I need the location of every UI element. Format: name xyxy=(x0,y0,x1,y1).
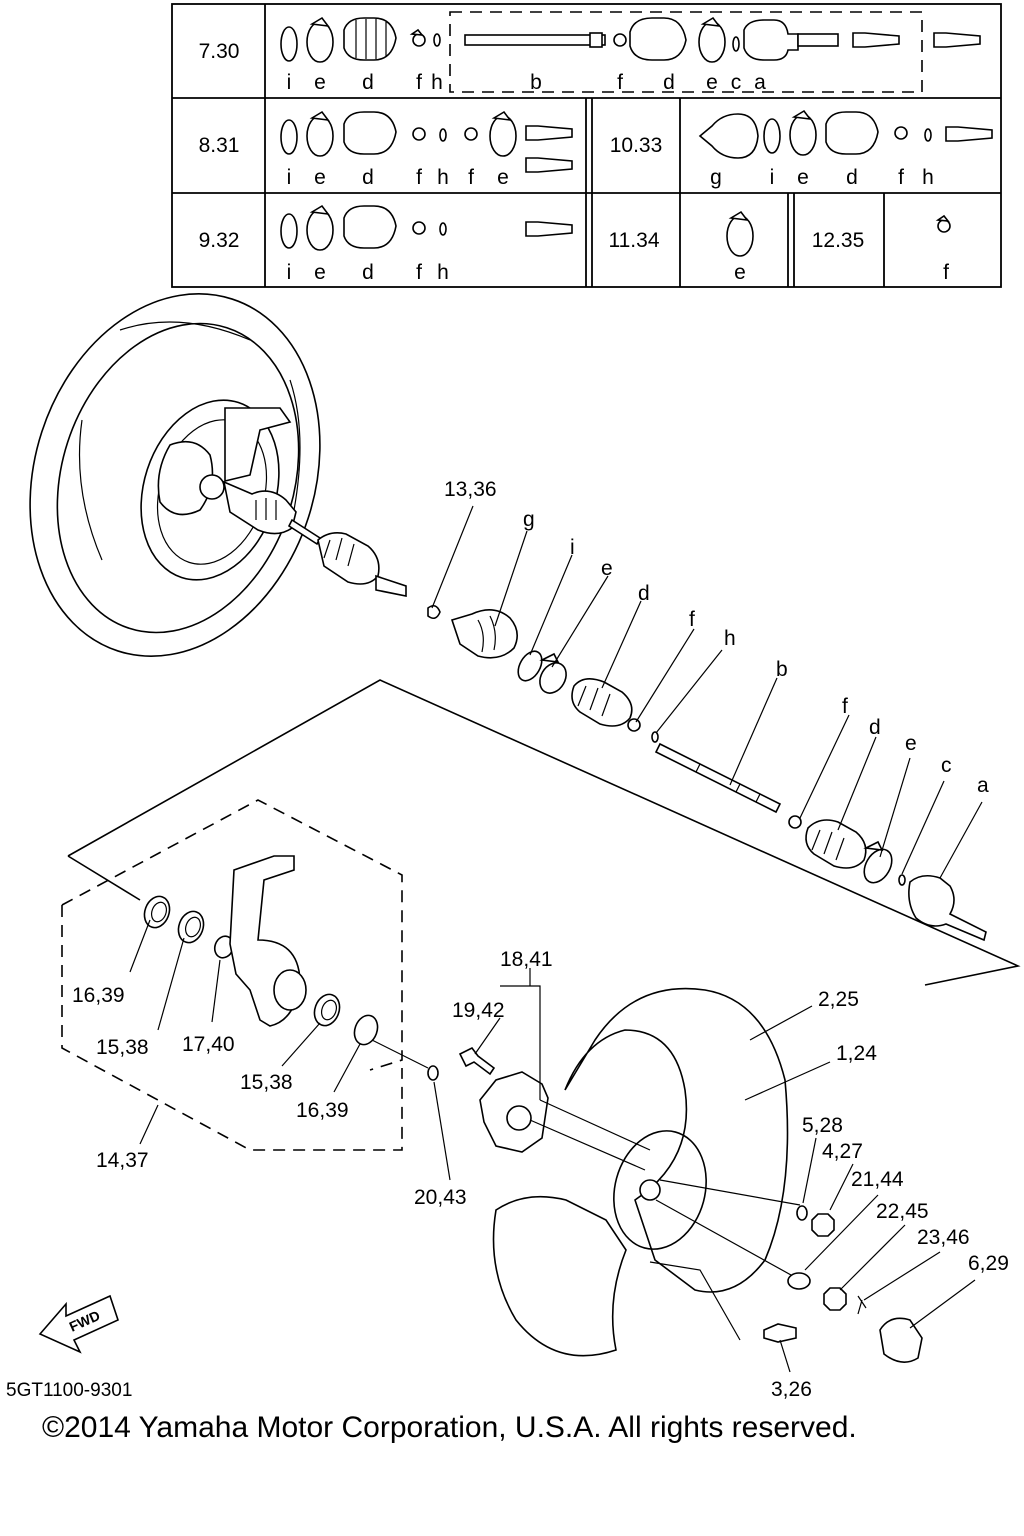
driveshaft-exploded-parts xyxy=(427,604,987,942)
table-letter: f xyxy=(898,166,904,189)
callout-b: b xyxy=(776,658,788,681)
diagram-code: 5GT1100-9301 xyxy=(6,1380,132,1401)
callout-e-2: e xyxy=(905,732,917,755)
callout-2-25: 2,25 xyxy=(818,988,859,1011)
callout-15-38-a: 15,38 xyxy=(96,1036,149,1059)
callout-i: i xyxy=(570,536,575,559)
table-row-3-number: 9.32 xyxy=(199,229,240,252)
table-letter: i xyxy=(287,166,292,189)
callout-c: c xyxy=(941,754,952,777)
table-letter: g xyxy=(710,166,722,189)
table-letter: d xyxy=(362,71,374,94)
table-letter: h xyxy=(437,166,449,189)
callout-d-2: d xyxy=(869,716,881,739)
table-row-1-number: 7.30 xyxy=(199,40,240,63)
callout-23-46: 23,46 xyxy=(917,1226,970,1249)
table-letter: e xyxy=(797,166,809,189)
table-row-3c-number: 12.35 xyxy=(812,229,865,252)
callout-15-38-b: 15,38 xyxy=(240,1071,293,1094)
wheel-assembly-illustration xyxy=(29,293,407,657)
callout-18-41: 18,41 xyxy=(500,948,553,971)
table-row-2b-number: 10.33 xyxy=(610,134,663,157)
table-letter: a xyxy=(754,71,766,94)
table-letter: i xyxy=(287,261,292,284)
table-letter: i xyxy=(287,71,292,94)
table-row-3-part-icons xyxy=(280,204,951,257)
table-letter: c xyxy=(731,71,742,94)
callout-leader-lines xyxy=(129,505,983,1373)
callout-6-29: 6,29 xyxy=(968,1252,1009,1275)
table-letter: e xyxy=(706,71,718,94)
table-letter: d xyxy=(846,166,858,189)
callout-13-36: 13,36 xyxy=(444,478,497,501)
callout-20-43: 20,43 xyxy=(414,1186,467,1209)
table-letter: f xyxy=(617,71,623,94)
table-letter: f xyxy=(416,71,422,94)
callout-4-27: 4,27 xyxy=(822,1140,863,1163)
table-row-1-part-icons xyxy=(280,16,981,63)
callout-1-24: 1,24 xyxy=(836,1042,877,1065)
table-letter: d xyxy=(362,166,374,189)
callout-f-2: f xyxy=(842,695,848,718)
parts-kit-table: 7.30 8.31 10.33 9.32 11.34 12.35 i e d f… xyxy=(171,3,1002,288)
callout-16-39-b: 16,39 xyxy=(296,1099,349,1122)
table-letter: e xyxy=(314,71,326,94)
table-letter: b xyxy=(530,71,542,94)
table-letter: f xyxy=(943,261,949,284)
table-letter: e xyxy=(314,261,326,284)
fwd-arrow-icon xyxy=(38,1294,119,1354)
table-letter: e xyxy=(734,261,746,284)
table-letter: d xyxy=(362,261,374,284)
table-row-3b-number: 11.34 xyxy=(609,229,660,252)
callout-h: h xyxy=(724,627,736,650)
table-letter: d xyxy=(663,71,675,94)
table-letter: i xyxy=(770,166,775,189)
table-letter: f xyxy=(416,261,422,284)
table-letter: h xyxy=(431,71,443,94)
callout-f-1: f xyxy=(689,608,695,631)
callout-17-40: 17,40 xyxy=(182,1033,235,1056)
callout-14-37: 14,37 xyxy=(96,1149,149,1172)
callout-e-1: e xyxy=(601,557,613,580)
callout-16-39-a: 16,39 xyxy=(72,984,125,1007)
hub-assembly-illustration xyxy=(38,679,1021,1363)
copyright-notice: ©2014 Yamaha Motor Corporation, U.S.A. A… xyxy=(42,1411,857,1444)
callout-22-45: 22,45 xyxy=(876,1200,929,1223)
table-row-2-part-icons xyxy=(280,109,993,173)
callout-19-42: 19,42 xyxy=(452,999,505,1022)
table-letter: f xyxy=(416,166,422,189)
table-letter: e xyxy=(497,166,509,189)
callout-g: g xyxy=(523,508,535,531)
table-row-2-number: 8.31 xyxy=(199,134,240,157)
callout-3-26: 3,26 xyxy=(771,1378,812,1401)
table-letter: h xyxy=(437,261,449,284)
callout-21-44: 21,44 xyxy=(851,1168,904,1191)
table-letter: h xyxy=(922,166,934,189)
callout-a: a xyxy=(977,774,989,797)
table-letter: f xyxy=(468,166,474,189)
table-letter: e xyxy=(314,166,326,189)
callout-d-1: d xyxy=(638,582,650,605)
callout-5-28: 5,28 xyxy=(802,1114,843,1137)
